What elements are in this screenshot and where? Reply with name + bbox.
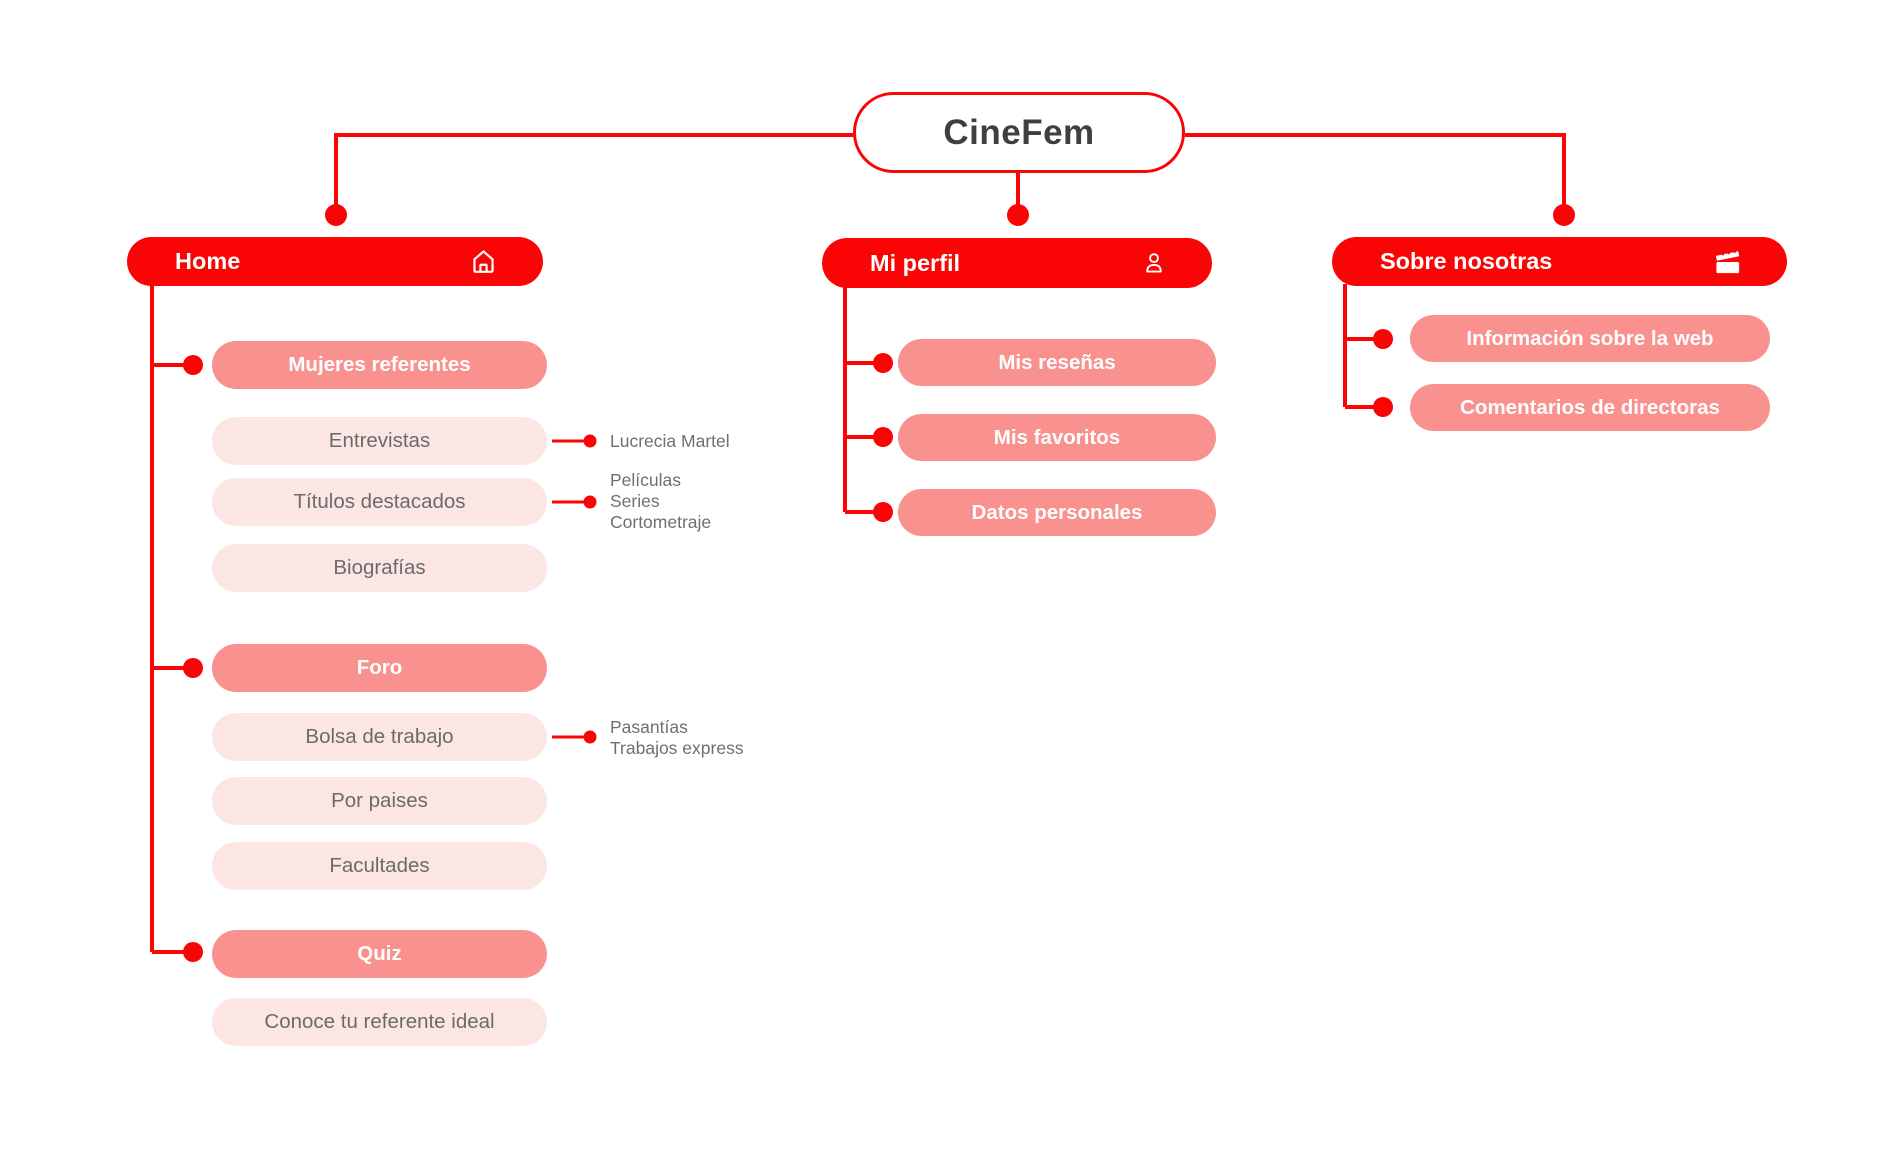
annotation-titulos-types: Películas Series Cortometraje: [610, 470, 711, 533]
sobre-nosotras-header-label: Sobre nosotras: [1380, 248, 1553, 274]
node-foro[interactable]: Foro: [212, 644, 547, 692]
node-label: Facultades: [329, 854, 430, 877]
annotation-line: Series: [610, 491, 660, 511]
annotation-line: Lucrecia Martel: [610, 431, 730, 451]
node-label: Bolsa de trabajo: [305, 725, 454, 748]
node-label: Títulos destacados: [293, 490, 466, 513]
person-icon: [1140, 249, 1168, 277]
annotation-line: Pasantías: [610, 717, 688, 737]
node-comentarios-de-directoras[interactable]: Comentarios de directoras: [1410, 384, 1770, 431]
annotation-line: Películas: [610, 470, 682, 490]
node-label: Entrevistas: [328, 429, 431, 452]
node-label: Información sobre la web: [1466, 326, 1714, 350]
node-sobre-nosotras-header[interactable]: Sobre nosotras: [1332, 237, 1787, 286]
node-cinefem-root[interactable]: CineFem: [853, 92, 1185, 173]
node-mujeres-referentes[interactable]: Mujeres referentes: [212, 341, 547, 389]
annotation-line: Trabajos express: [610, 738, 744, 758]
home-icon: [468, 246, 499, 277]
node-label: Mujeres referentes: [288, 353, 471, 376]
node-mis-favoritos[interactable]: Mis favoritos: [898, 414, 1216, 461]
root-title: CineFem: [943, 112, 1095, 152]
node-informacion-sobre-la-web[interactable]: Información sobre la web: [1410, 315, 1770, 362]
clapperboard-icon: [1712, 246, 1743, 277]
node-mis-resenas[interactable]: Mis reseñas: [898, 339, 1216, 386]
node-label: Conoce tu referente ideal: [264, 1010, 495, 1033]
node-datos-personales[interactable]: Datos personales: [898, 489, 1216, 536]
node-label: Datos personales: [971, 500, 1143, 524]
node-entrevistas[interactable]: Entrevistas: [212, 417, 547, 465]
node-label: Foro: [356, 656, 403, 679]
node-facultades[interactable]: Facultades: [212, 842, 547, 890]
node-label: Biografías: [333, 556, 426, 579]
node-label: Por paises: [331, 789, 428, 812]
node-label: Mis favoritos: [993, 425, 1121, 449]
node-mi-perfil-header[interactable]: Mi perfil: [822, 238, 1212, 288]
node-label: Quiz: [357, 942, 402, 965]
annotation-line: Cortometraje: [610, 512, 712, 532]
node-home-header[interactable]: Home: [127, 237, 543, 286]
node-bolsa-de-trabajo[interactable]: Bolsa de trabajo: [212, 713, 547, 761]
node-quiz[interactable]: Quiz: [212, 930, 547, 978]
node-label: Mis reseñas: [998, 350, 1116, 374]
node-biografias[interactable]: Biografías: [212, 544, 547, 592]
node-por-paises[interactable]: Por paises: [212, 777, 547, 825]
node-label: Comentarios de directoras: [1460, 395, 1720, 419]
annotation-bolsa-types: Pasantías Trabajos express: [610, 717, 744, 759]
home-header-label: Home: [175, 248, 241, 274]
mi-perfil-header-label: Mi perfil: [870, 249, 961, 276]
node-titulos-destacados[interactable]: Títulos destacados: [212, 478, 547, 526]
annotation-lucrecia-martel: Lucrecia Martel: [610, 431, 730, 452]
node-conoce-tu-referente-ideal[interactable]: Conoce tu referente ideal: [212, 998, 547, 1046]
